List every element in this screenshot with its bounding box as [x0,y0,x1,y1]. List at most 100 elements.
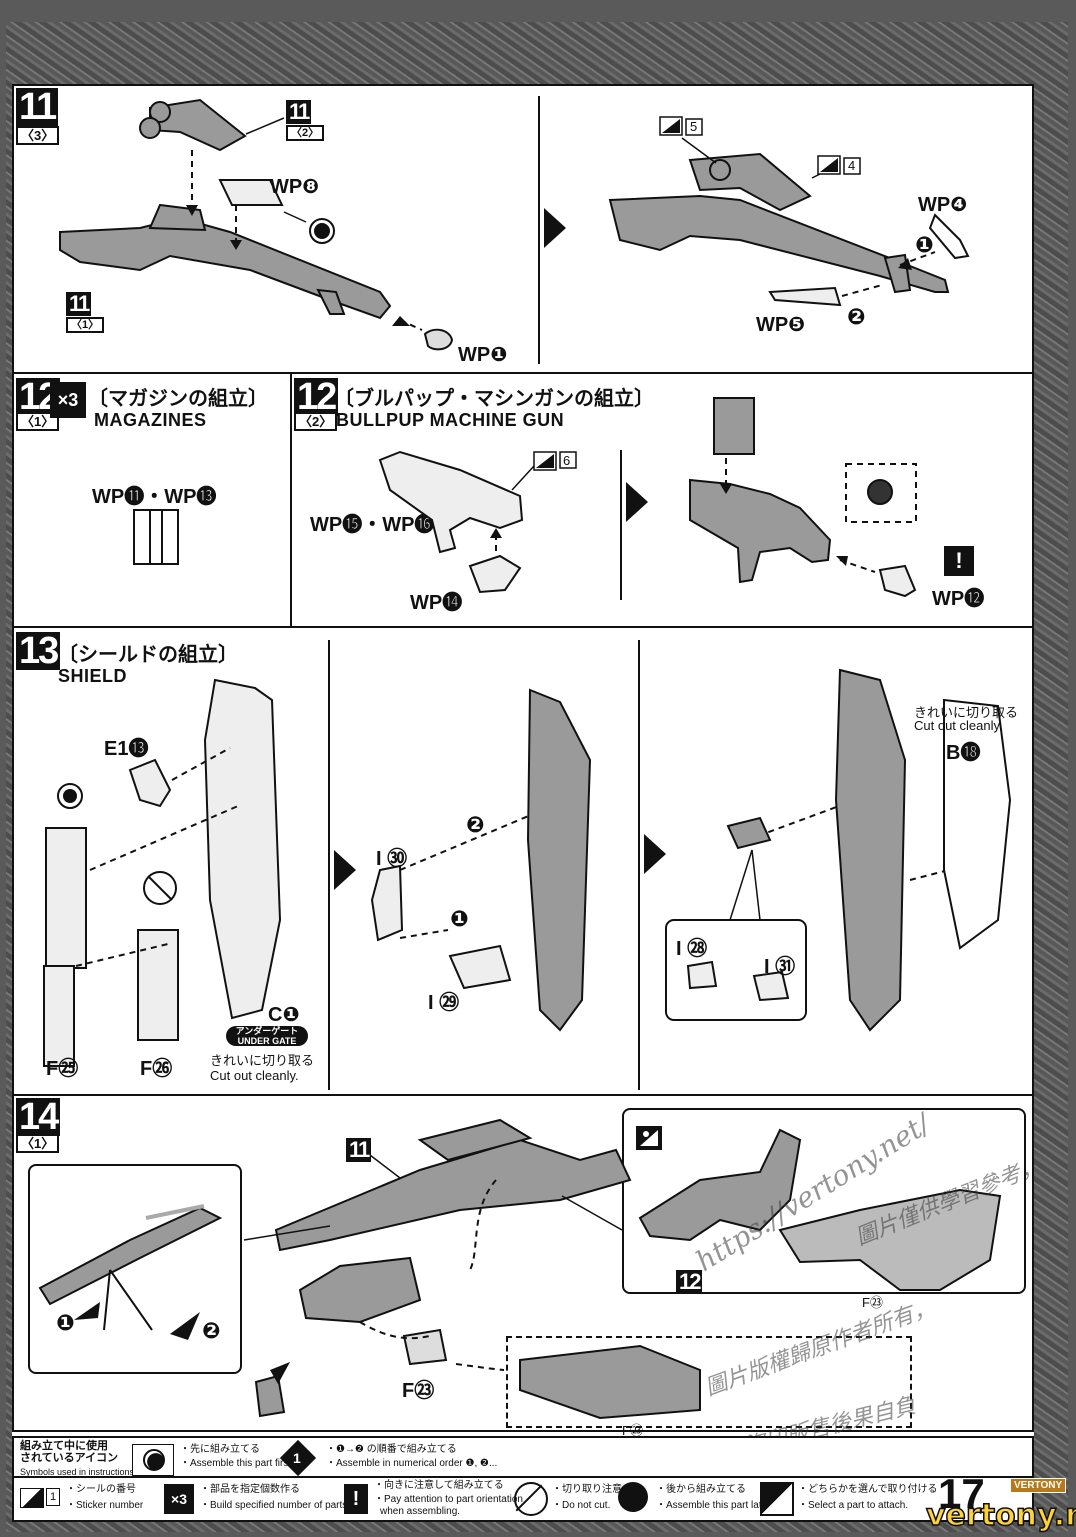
legend-order-icon-num: 1 [293,1450,301,1466]
step11-substep: 〈3〉 [16,126,60,145]
step13-cut-jp: きれいに切り取る [210,1053,315,1068]
legend-sticker-en: ・Sticker number [66,1500,144,1511]
step12a-parts-label: WP⓫・WP⓭ [92,486,217,508]
step11-sticker5-label: 5 [690,119,698,134]
step13-next-arrow-1 [334,850,356,890]
step13-cut-en: Cut out cleanly. [210,1068,299,1083]
step14-f23-label: F㉓ [402,1380,435,1402]
legend-sticker-jp: ・シールの番号 [66,1484,136,1495]
step14-order2: ❷ [202,1318,221,1343]
legend-order-jp: ・❶→❷ の順番で組み立てる [326,1444,457,1455]
assembly-drawing [38,1118,1002,1420]
step14-rifle-ref: 11 [346,1138,372,1162]
step12a-count-icon: ×3 [50,382,86,418]
step14-f23-inset-label: F㉓ [622,1423,643,1438]
step11-order1: ❶ [915,232,934,257]
footer-watermark: vertony.net [925,1497,1076,1534]
step13-number: 13 [16,632,61,670]
step12a-jp-title: 〔マガジンの組立〕 [88,388,268,410]
step13-next-arrow-2 [644,834,666,874]
legend-orient-en-1: ・Pay attention to part orientation [374,1494,523,1505]
legend-choose-jp: ・どちらかを選んで取り付ける [798,1484,938,1495]
bipod-inset [28,1164,242,1374]
legend-count-icon: ×3 [164,1484,194,1514]
step13-jp-title: 〔シールドの組立〕 [58,644,238,666]
step11-wp5-label: WP❺ [756,314,806,336]
magazine-drawing [133,509,179,565]
step14-substep: 〈1〉 [16,1134,60,1153]
legend-sticker-number: 1 [46,1488,61,1506]
step13-i30-label: I ㉚ [376,848,408,870]
step12-divider-left [290,374,292,626]
step12b-sticker6-label: 6 [563,453,571,468]
bullpup-drawing [378,397,917,598]
brand-tag: VERTONY [1010,1478,1067,1493]
step12-divider-mid [620,450,622,600]
step12a-en-title: MAGAZINES [94,410,207,430]
step12b-wp15-16-label: WP⓯・WP⓰ [310,514,435,536]
legend-orient-en-2: when assembling. [380,1506,461,1517]
step13-i28-label: I ㉘ [676,938,708,960]
step13-i29-label: I ㉙ [428,992,460,1014]
step13-b18-label: B⓲ [946,742,981,764]
legend-title-jp-1: 組み立て中に使用 [20,1440,108,1452]
step13-order1: ❶ [450,906,469,931]
step13-c1-label: C❶ [268,1004,300,1026]
step14-order1: ❶ [56,1310,75,1335]
legend-row-2: 1 ・シールの番号 ・Sticker number ×3 ・部品を指定個数作る … [12,1472,1034,1522]
step13-divider-2 [638,640,640,1090]
step11-scope-ref-sub: 〈2〉 [286,125,325,141]
legend-title-jp-2: されているアイコン [20,1452,119,1464]
legend-choose-en: ・Select a part to attach. [798,1500,909,1511]
step12b-number: 12 [294,378,339,416]
page-number: 17 [938,1470,985,1517]
legend-nocut-icon [514,1482,548,1516]
step12b-jp-title: 〔ブルパップ・マシンガンの組立〕 [334,388,654,410]
step12b-substep: 〈2〉 [294,412,338,431]
step11-body-ref: 11 [66,292,92,316]
step12-panel [12,372,1034,628]
step13-en-title: SHIELD [58,666,128,686]
legend-choose-icon [760,1482,794,1516]
step12a-substep: 〈1〉 [16,412,60,431]
legend-later-icon [618,1482,648,1512]
step13-i31-label: I ㉛ [764,956,796,978]
step11-divider [538,96,540,364]
step12-next-arrow [626,482,648,522]
step11-body-ref-sub: 〈1〉 [66,317,105,333]
step11-sticker4-label: 4 [848,158,856,173]
under-gate-jp: アンダーゲート [235,1026,299,1036]
legend-nocut-jp: ・切り取り注意 [552,1484,622,1495]
step13-f25-label: F㉕ [46,1058,79,1080]
step12b-en-title: BULLPUP MACHINE GUN [336,410,565,430]
legend-caution-icon: ! [344,1484,368,1514]
legend-title-en: Symbols used in instructions [20,1467,135,1477]
step13-f26-label: F㉖ [140,1058,173,1080]
step13-divider-1 [328,640,330,1090]
step14-f23-choice-label: F㉓ [862,1295,883,1310]
legend-row-1: 組み立て中に使用 されているアイコン Symbols used in instr… [12,1436,1034,1478]
caution-icon: ! [944,546,974,576]
step11-rifle-drawing [59,98,970,351]
legend-first-en: ・Assemble this part first. [180,1458,294,1469]
legend-nocut-en: ・Do not cut. [552,1500,611,1511]
step13-cut-en-2: Cut out cleanly. [914,718,1003,733]
step11-next-arrow [544,208,566,248]
legend-count-en: ・Build specified number of parts. [200,1500,351,1511]
step11-order2: ❷ [847,304,866,329]
legend-sticker-icon [20,1488,44,1508]
step11-wp4-label: WP❹ [918,194,968,216]
shield-drawing [43,668,1012,1067]
legend-order-en: ・Assemble in numerical order ❶, ❷... [326,1458,498,1469]
step14-gun-ref: 12 [676,1270,703,1294]
step11-wp8-label: WP❽ [270,176,320,198]
under-gate-badge: アンダーゲート UNDER GATE [226,1026,308,1046]
legend-first-jp: ・先に組み立てる [180,1444,260,1455]
step14-number: 14 [16,1098,61,1136]
legend-later-jp: ・後から組み立てる [656,1484,746,1495]
step12b-wp14-label: WP⓮ [410,592,463,614]
step13-order2: ❷ [466,812,485,837]
under-gate-en: UNDER GATE [237,1036,297,1046]
step13-e1-label: E1⓭ [104,738,149,760]
step12b-wp12-label: WP⓬ [932,588,985,610]
